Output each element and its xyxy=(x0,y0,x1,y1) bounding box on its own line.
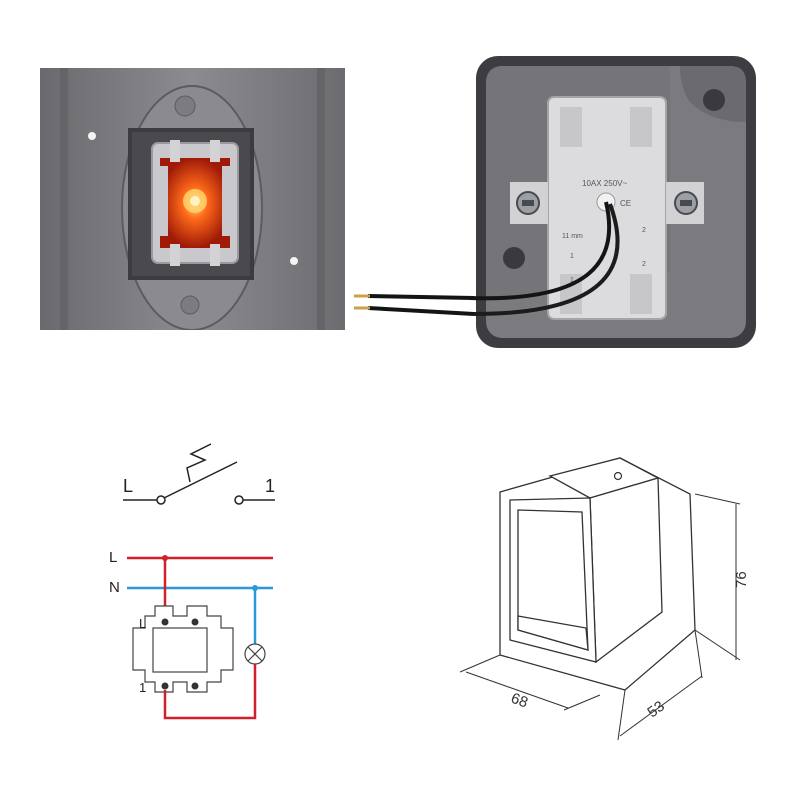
contact-1 xyxy=(234,495,244,505)
wiring-diagram: L N L 1 xyxy=(95,540,315,740)
strip-length-label: 11 mm xyxy=(562,233,583,240)
switch-symbol: L 1 xyxy=(123,443,275,505)
terminal-l-label: L xyxy=(139,616,146,631)
switch-label-1: 1 xyxy=(265,476,275,496)
terminal-1-label: 1 xyxy=(139,680,146,695)
height-dimension: 76 xyxy=(733,571,750,588)
terminal-l-2 xyxy=(191,618,199,626)
mounting-screw-icon xyxy=(613,471,623,481)
line-label: L xyxy=(109,549,117,566)
width-dimension: 68 xyxy=(509,690,530,712)
switch-symbol-diagram: L 1 xyxy=(95,430,315,540)
wiring-diagram-svg: L N L 1 xyxy=(109,549,273,720)
ce-mark: CE xyxy=(620,199,631,208)
back-view-photo: 10AX 250V~ CE 11 mm 1 2 1 2 xyxy=(469,52,760,352)
return-spring xyxy=(186,443,212,483)
dimension-drawing-svg: 76 68 53 xyxy=(459,457,750,741)
wire-black-2 xyxy=(473,203,620,316)
rating-label: 10AX 250V~ xyxy=(582,179,627,188)
rocker-lower-edge xyxy=(517,615,589,651)
dimension-drawing: 76 68 53 xyxy=(440,440,770,760)
terminal-1-2 xyxy=(191,682,199,690)
width-dimension-line xyxy=(465,671,569,709)
switch-lever xyxy=(163,461,238,499)
switch-label-l: L xyxy=(123,476,133,496)
terminal-number-2-lower: 2 xyxy=(642,261,646,268)
depth-dimension: 53 xyxy=(644,698,667,722)
terminal-l-1 xyxy=(161,618,169,626)
wire-ends xyxy=(354,294,475,316)
back-view-illustration: 10AX 250V~ CE 11 mm 1 2 1 2 xyxy=(469,56,756,348)
terminal-number-2: 2 xyxy=(642,227,646,234)
terminal-number-1: 1 xyxy=(570,253,574,260)
front-view-photo xyxy=(40,68,345,331)
neutral-label: N xyxy=(109,579,120,596)
terminal-number-1-lower: 1 xyxy=(570,277,574,284)
switched-live-wire xyxy=(163,664,257,720)
front-view-illustration xyxy=(40,68,345,331)
terminal-1-1 xyxy=(161,682,169,690)
wire-black-1 xyxy=(469,201,612,301)
depth-dimension-line xyxy=(619,675,703,737)
contact-l xyxy=(156,495,166,505)
switch-mechanism xyxy=(152,627,208,673)
